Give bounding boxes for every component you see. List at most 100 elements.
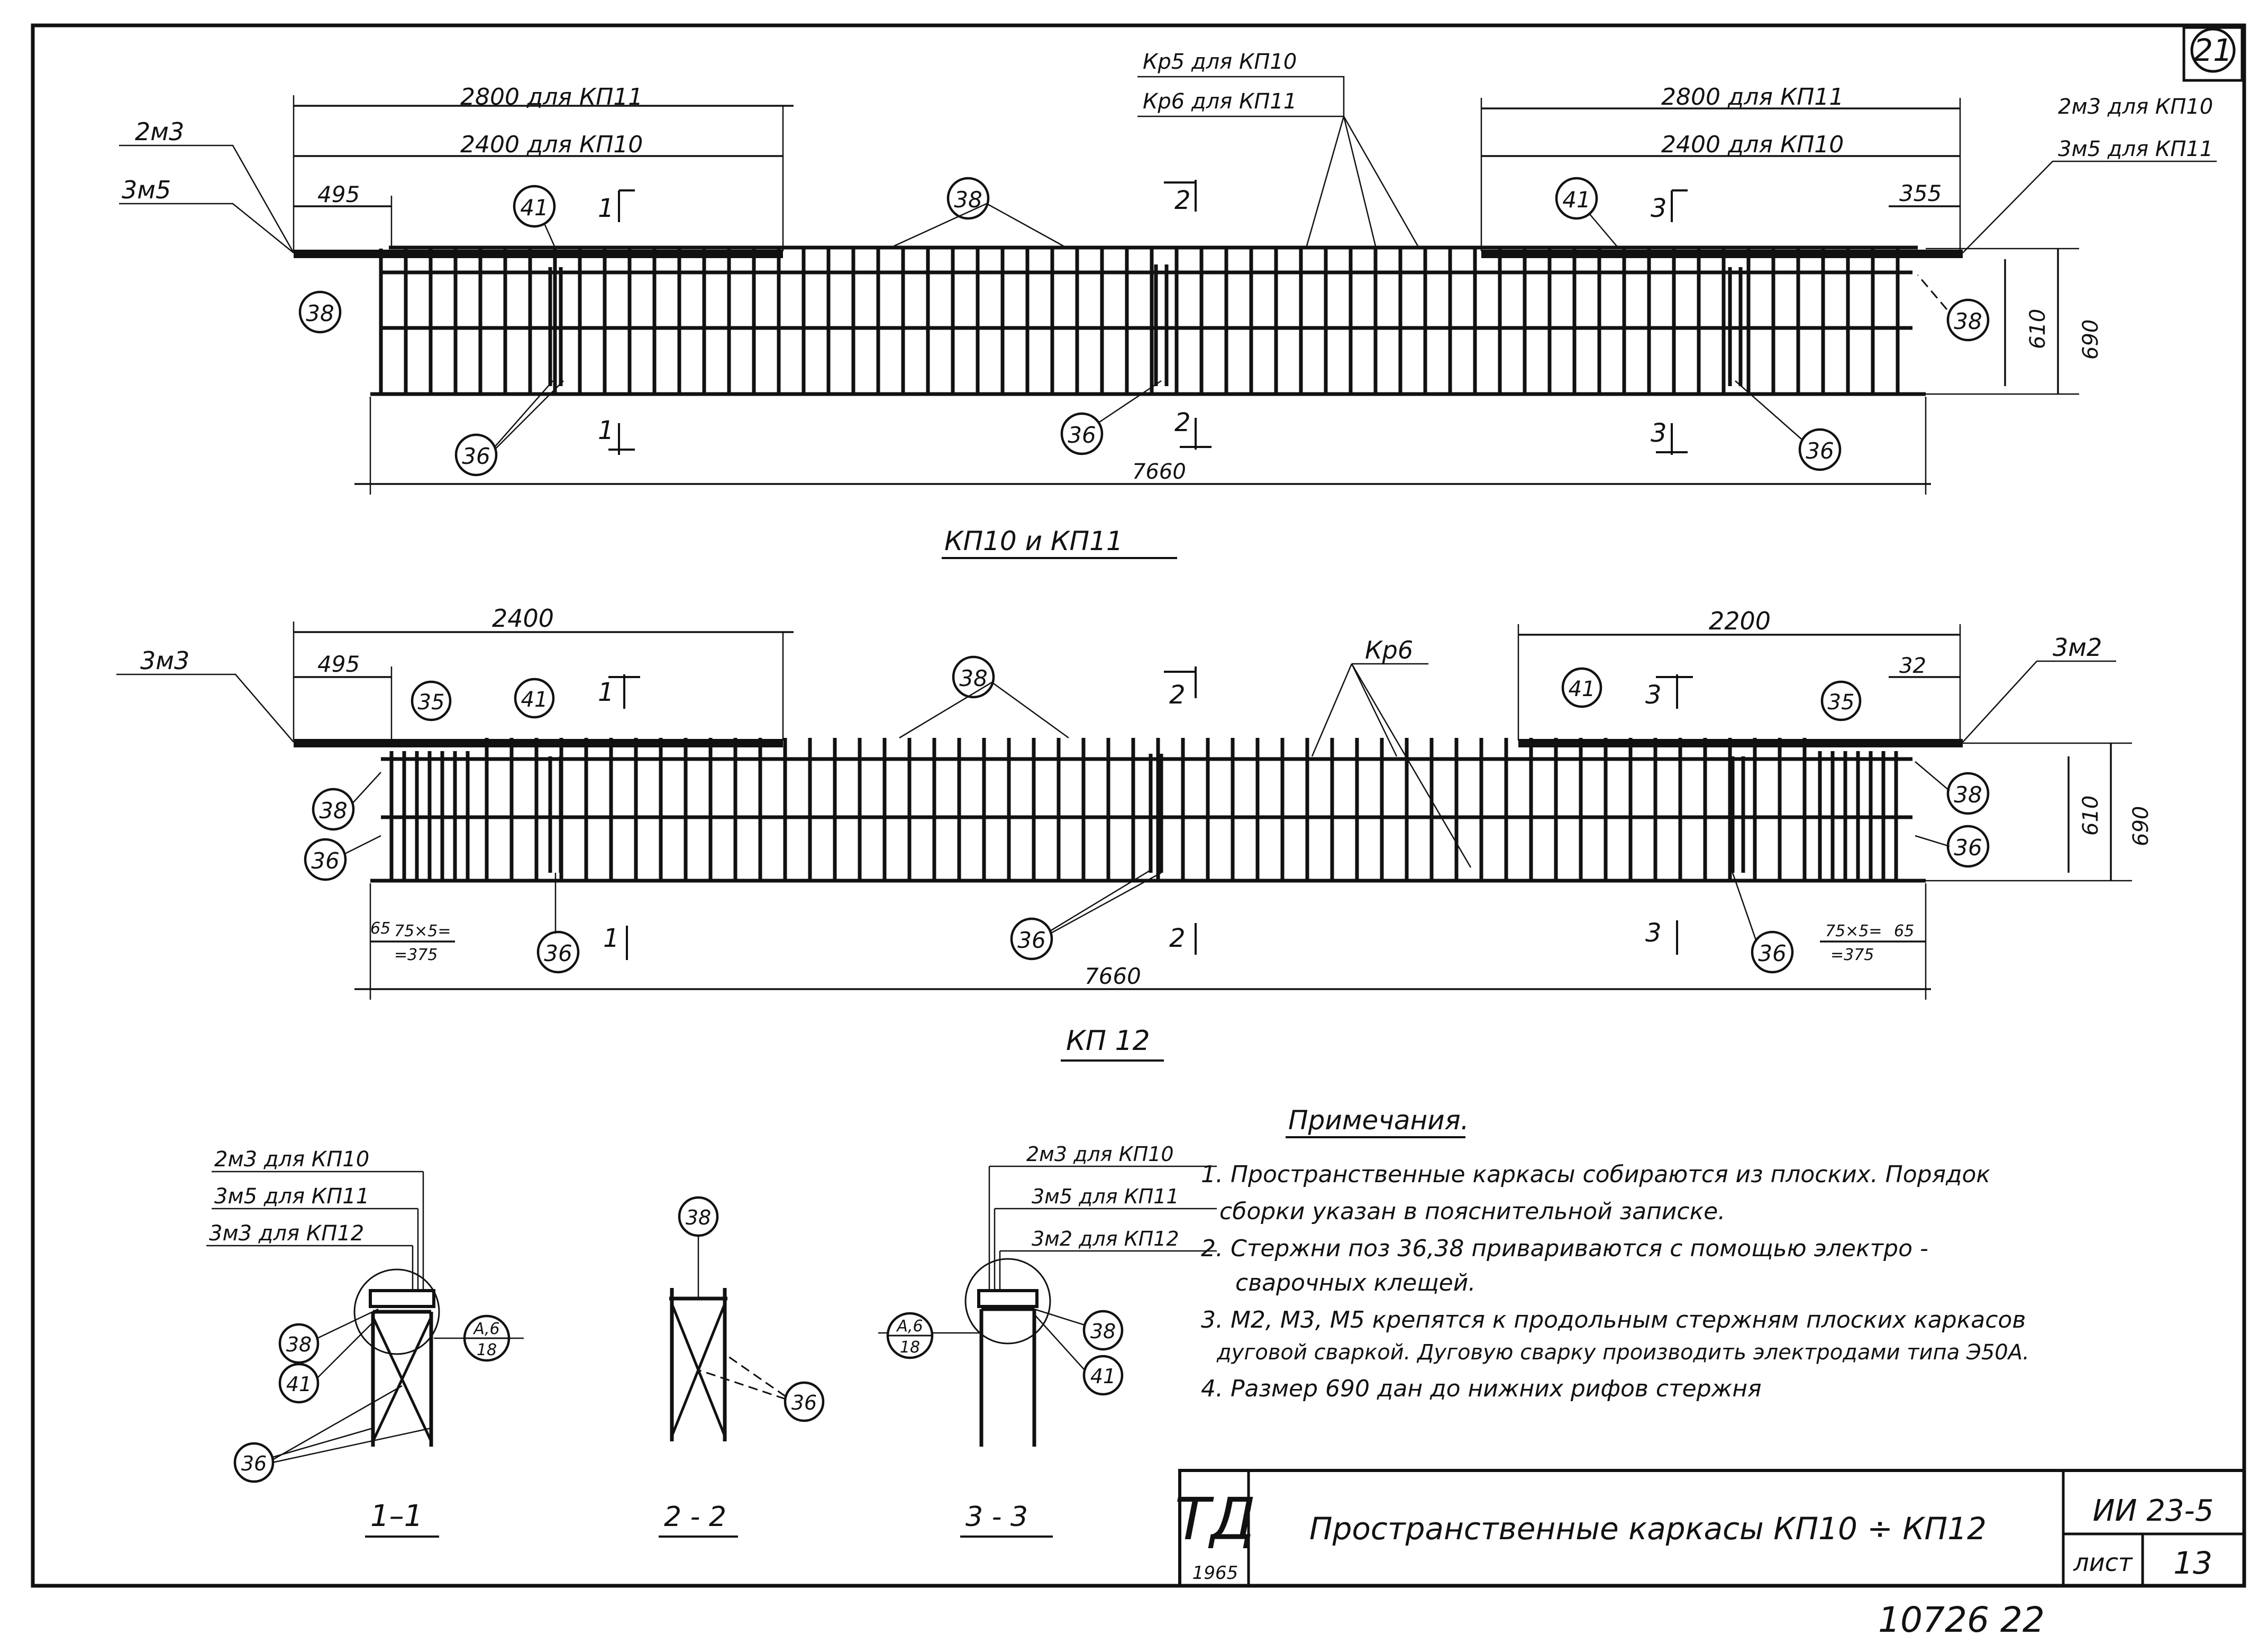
mid-sec-2-bottom: 2 [1169, 924, 1186, 953]
mid-arrow-t2 [1164, 666, 1197, 698]
top-right-leader [1962, 160, 2217, 253]
mid-bubble-36-br [1751, 930, 1794, 974]
mid-left-pitch-1: 65 [370, 919, 390, 938]
top-bubble-38-left [298, 290, 342, 334]
top-bubble-36-right [1798, 428, 1842, 471]
s11-bubble-38 [278, 1323, 320, 1364]
mid-kr-leader-b [1351, 663, 1398, 757]
mid-total-length: 7660 [1085, 963, 1141, 989]
s11-diag-2 [371, 1316, 433, 1442]
top-leader-38r [1917, 275, 1948, 310]
s33-label-1: 2м3 для КП10 [1026, 1143, 1174, 1166]
s33-plate [977, 1289, 1039, 1308]
title-block-logo: ТД [1174, 1485, 1255, 1553]
top-section-markers: 1 1 2 2 3 3 [598, 180, 1688, 455]
mid-bubble-36-bc [1010, 917, 1053, 961]
mid-bubbles: 35 41 38 41 35 38 36 38 36 36 36 36 [304, 655, 1990, 974]
s33-bubble-38-text: 38 [1090, 1320, 1116, 1343]
s22-title: 2 - 2 [664, 1501, 726, 1533]
top-bubble-36-left [454, 433, 498, 477]
top-sec-2-top: 2 [1174, 186, 1191, 215]
mid-right-dim: 2200 [1709, 607, 1771, 635]
cage-kp10-kp11 [294, 245, 1963, 396]
mid-right-short-dim: 32 [1899, 654, 1926, 678]
mid-bubble-38-right-text: 38 [1954, 782, 1982, 808]
corner-box [2182, 26, 2244, 82]
mid-sec-3-bottom: 3 [1645, 918, 1662, 948]
mid-left-leader [116, 673, 294, 743]
top-leader-41a [544, 224, 557, 249]
s33-bubble-38 [1082, 1310, 1124, 1351]
top-bubble-38-left-text: 38 [306, 300, 334, 326]
top-title: КП10 и КП11 [944, 526, 1123, 556]
mid-leader-36d [1050, 872, 1162, 935]
s33-leader-41 [1034, 1314, 1085, 1370]
mid-title: КП 12 [1066, 1025, 1150, 1057]
top-height-inner: 610 [2026, 309, 2050, 349]
arrow-b1 [608, 423, 635, 455]
s22-leader-36b [698, 1369, 786, 1400]
mid-right-pitch-3: 65 [1894, 922, 1914, 940]
mid-left-pitch-2: 75×5= [394, 922, 451, 940]
top-bubble-41-left [513, 185, 556, 228]
s11-label-1: 2м3 для КП10 [214, 1147, 369, 1172]
notes-line-2: сборки указан в пояснительной записке. [1219, 1198, 1725, 1225]
mid-labels: 3м3 3м2 Кр6 КП 12 [116, 633, 2116, 1062]
title-block: ТД 1965 Пространственные каркасы КП10 ÷ … [1174, 1469, 2246, 1587]
s22-bubble-36 [784, 1381, 825, 1422]
corner-sheet-number: 21 [2193, 32, 2233, 68]
title-block-frame [1178, 1469, 2246, 1587]
notes: Примечания. 1. Пространственные каркасы … [1201, 1105, 2029, 1402]
s11-leader-36a [272, 1427, 374, 1458]
top-bubble-38-right [1946, 298, 1990, 342]
s22-bubble-36-text: 36 [791, 1391, 817, 1414]
s11-leader-36c [272, 1427, 432, 1464]
top-bubbles: 38 41 38 41 38 36 36 36 [298, 177, 1990, 477]
top-leader-36c [1097, 380, 1162, 424]
s11-title: 1–1 [370, 1499, 423, 1533]
mid-left-short-dim: 495 [317, 651, 360, 677]
s11-plate [369, 1289, 435, 1308]
top-center-label-2: Кр6 для КП11 [1143, 89, 1297, 114]
top-bubble-38-center [946, 177, 990, 220]
mid-dimensions: 2400 495 2200 32 7660 610 690 65 75×5= =… [293, 604, 2153, 1000]
s33-weld-bottom: 18 [900, 1338, 920, 1357]
s33-bubble-41 [1082, 1355, 1124, 1396]
s33-weld-top: А,6 [896, 1317, 923, 1336]
mid-leader-36c [1050, 869, 1151, 932]
mid-bubble-35-left-text: 35 [418, 690, 445, 715]
top-leader-41b [1589, 214, 1619, 249]
top-sec-1-bottom: 1 [598, 416, 614, 445]
archive-number: 10726 22 [1878, 1600, 2045, 1640]
top-total-length: 7660 [1132, 460, 1186, 484]
top-sec-1-top: 1 [598, 194, 614, 223]
top-left-label-1: 2м3 [135, 117, 184, 146]
mid-bubble-36-bc-text: 36 [1017, 927, 1045, 953]
s11-leader-38 [317, 1308, 379, 1339]
top-kr-leader-b [1343, 116, 1377, 246]
mid-height-inner: 610 [2079, 796, 2103, 836]
arrow-t1 [618, 189, 635, 222]
top-sec-3-top: 3 [1651, 194, 1667, 223]
top-kr-leader-a [1306, 116, 1345, 246]
mid-leader-38r [1915, 761, 1950, 791]
top-sec-3-bottom: 3 [1651, 418, 1667, 448]
top-bubble-36-center-text: 36 [1068, 422, 1096, 448]
mid-leader-36r [1915, 835, 1950, 847]
s11-weld-bottom: 18 [477, 1341, 497, 1359]
mid-right-pitch-1: 75×5= [1825, 922, 1882, 940]
top-leader-38a [894, 203, 987, 247]
notes-heading: Примечания. [1288, 1105, 1469, 1136]
s11-leader-36b [272, 1385, 403, 1461]
top-leader-36d [1735, 380, 1802, 440]
mid-bubble-38-left [312, 788, 355, 831]
mid-center-label: Кр6 [1365, 636, 1413, 664]
top-labels: 2м3 3м5 2м3 для КП10 3м5 для КП11 Кр5 дл… [119, 50, 2217, 559]
s11-label-3: 3м3 для КП12 [209, 1221, 364, 1246]
mid-sec-1-top: 1 [598, 678, 614, 707]
sheet-border [31, 23, 2246, 1588]
top-bubble-36-right-text: 36 [1806, 438, 1834, 464]
top-left-short-dim: 495 [317, 181, 360, 207]
title-block-title: Пространственные каркасы КП10 ÷ КП12 [1309, 1511, 1987, 1547]
